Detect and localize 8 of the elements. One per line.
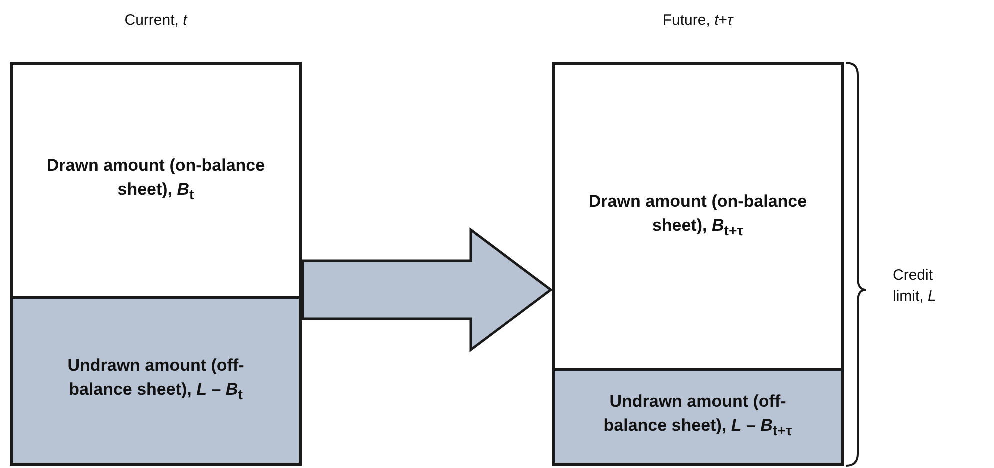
stacked-column [552,62,844,466]
column-title: Current, t [124,12,189,29]
bracket-label: Credit limit, L [893,266,938,307]
block-arrow [302,228,554,352]
undrawn-segment: Undrawn amount (off-balance sheet), L – B$_{t+τ}$ [555,368,841,463]
undrawn-segment: Undrawn amount (off-balance sheet), L – B$_{t}$ [13,296,299,463]
stacked-column [10,62,302,466]
column-title: Future, t+τ [662,12,735,29]
